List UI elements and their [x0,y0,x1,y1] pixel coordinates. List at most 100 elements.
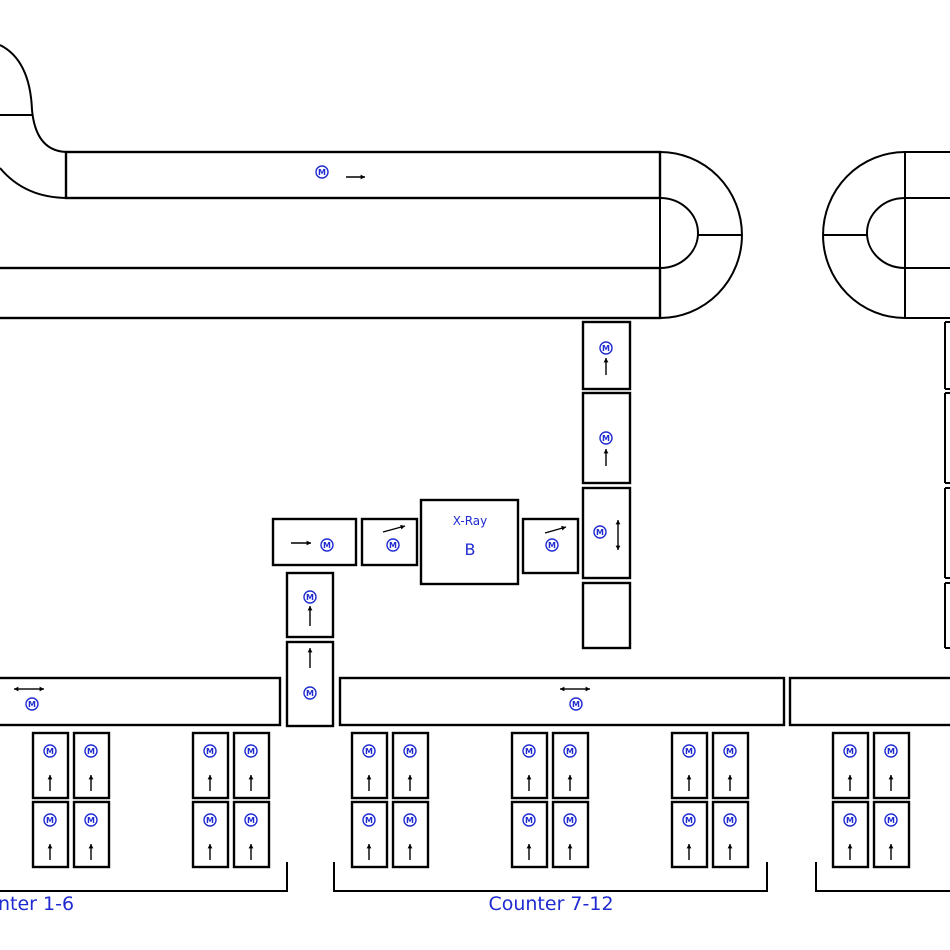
collector-belt-center [338,676,786,727]
svg-text:M: M [87,816,95,825]
counter-motor-icon: M [843,813,857,827]
svg-text:M: M [572,700,580,709]
motor-icon: M [386,538,400,552]
counter-motor-icon: M [362,744,376,758]
counter-arrow-icon [526,775,532,791]
svg-text:M: M [406,816,414,825]
counter-motor-icon: M [682,744,696,758]
svg-text:M: M [685,747,693,756]
xray-infeed-belt [271,517,358,567]
svg-text:M: M [602,344,610,353]
direction-arrow-icon [603,449,609,466]
counter-bracket-center [333,862,768,892]
counter-motor-icon: M [203,744,217,758]
collector-belt-right [788,676,950,727]
counter-arrow-icon [207,775,213,791]
counter-arrow-icon [567,844,573,860]
bidirectional-arrow-icon [29,686,44,692]
motor-icon: M [599,341,613,355]
top-left-curve [0,44,69,199]
counter-arrow-icon [686,775,692,791]
counter-cell [872,731,911,800]
direction-arrow-icon [382,524,406,533]
counter-motor-icon: M [522,744,536,758]
svg-text:M: M [206,747,214,756]
counter-motor-icon: M [244,813,258,827]
svg-text:M: M [887,747,895,756]
counter-cells [31,731,911,869]
counter-arrow-icon [366,775,372,791]
svg-text:M: M [306,689,314,698]
svg-text:M: M [726,816,734,825]
vertical-segment-2 [581,391,632,485]
bidirectional-arrow-icon [560,686,575,692]
counter-label-7-12: Counter 7-12 [488,893,613,915]
lower-belt [0,266,662,320]
right-u-turn [659,151,743,319]
counter-motor-icon: M [403,813,417,827]
upper-belt [64,150,662,200]
counter-motor-icon: M [723,813,737,827]
counter-motor-icon: M [563,744,577,758]
counter-arrow-icon [248,775,254,791]
counter-cell [831,800,870,869]
xray-letter: B [465,540,476,559]
far-right-column [944,321,950,649]
counter-motor-icon: M [563,813,577,827]
svg-text:M: M [365,816,373,825]
counter-motor-icon: M [203,813,217,827]
vertical-segment-1 [581,320,632,391]
counter-motor-icon: M [843,744,857,758]
svg-text:M: M [28,700,36,709]
svg-text:M: M [726,747,734,756]
xray-machine [419,498,520,586]
svg-text:M: M [46,747,54,756]
counter-arrow-icon [847,844,853,860]
motor-icon: M [545,538,559,552]
counter-arrow-icon [407,844,413,860]
counter-motor-icon: M [522,813,536,827]
vertical-segment-4 [581,581,632,650]
collector-belt-left [0,676,282,727]
svg-text:M: M [685,816,693,825]
counter-label-1-6: nter 1-6 [0,893,74,915]
svg-text:M: M [406,747,414,756]
direction-arrow-icon [544,525,567,534]
counter-arrow-icon [248,844,254,860]
svg-text:M: M [318,168,326,177]
counter-motor-icon: M [884,813,898,827]
far-right-u-turn [822,151,950,319]
counter-arrow-icon [888,844,894,860]
motor-icon: M [25,697,39,711]
svg-text:M: M [548,541,556,550]
svg-text:M: M [365,747,373,756]
svg-text:M: M [846,816,854,825]
counter-motor-icon: M [884,744,898,758]
svg-text:M: M [596,528,604,537]
motor-icon: M [303,686,317,700]
motor-icon: M [320,538,334,552]
counter-motor-icon: M [723,744,737,758]
counter-arrow-icon [207,844,213,860]
counter-motor-icon: M [244,744,258,758]
counter-arrow-icon [526,844,532,860]
svg-text:M: M [887,816,895,825]
counter-motor-icon: M [84,813,98,827]
xray-title: X-Ray [453,514,487,528]
bidirectional-arrow-icon [575,686,590,692]
motor-icon: M [303,590,317,604]
counter-arrow-icon [88,775,94,791]
direction-arrow-icon [307,606,313,626]
counter-bracket-left [0,862,288,892]
counter-arrow-icon [567,775,573,791]
svg-text:M: M [247,816,255,825]
direction-arrow-icon [291,540,311,546]
counter-arrow-icon [366,844,372,860]
motor-icon: M [569,697,583,711]
bidirectional-arrow-icon [615,535,621,550]
counter-arrow-icon [847,775,853,791]
bidirectional-arrow-icon [615,520,621,535]
direction-arrow-icon [603,358,609,375]
upper-belt-arrow-icon [346,174,365,180]
